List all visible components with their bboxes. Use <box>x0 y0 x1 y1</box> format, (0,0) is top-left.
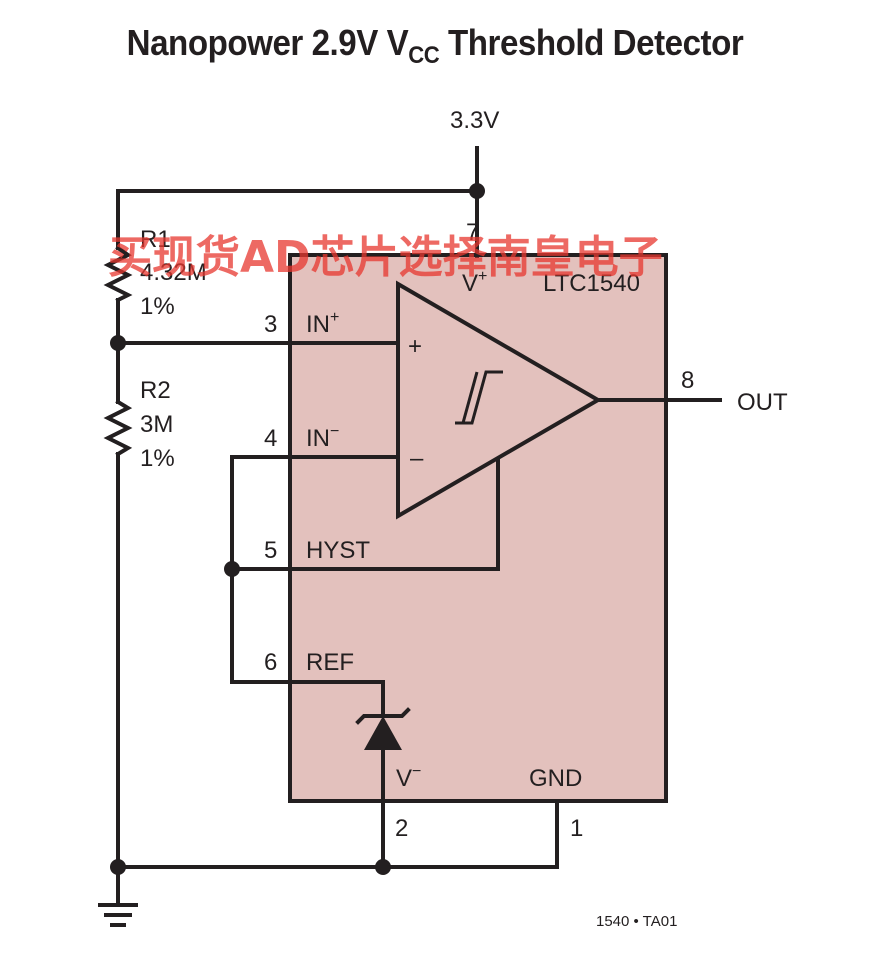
vminus-pin-number: 2 <box>395 815 408 842</box>
figure-code: 1540 • TA01 <box>596 913 677 930</box>
pin6-label: REF <box>306 649 354 676</box>
r1-value: 4.32M <box>140 259 207 286</box>
hyst-wire <box>230 458 500 571</box>
ltc1540-chip-body <box>288 253 668 803</box>
vminus-label: V− <box>396 763 421 792</box>
pin6-number: 6 <box>264 649 277 676</box>
r2-tolerance: 1% <box>140 445 175 472</box>
supply-junction <box>469 183 485 199</box>
gnd-label: GND <box>529 765 582 792</box>
comparator-plus: + <box>408 333 422 360</box>
r1-name: R1 <box>140 226 171 253</box>
out-pin-number: 8 <box>681 367 694 394</box>
vplus-pin-number: 7 <box>466 219 479 246</box>
vplus-label: V+ <box>462 268 487 297</box>
pin4-label: IN− <box>306 423 339 452</box>
chip-name: LTC1540 <box>543 270 640 297</box>
hysteresis-icon-inner <box>461 371 479 424</box>
r2-resistor <box>103 399 133 457</box>
supply-label: 3.3V <box>450 107 499 134</box>
watermark-text: 买现货AD芯片选择南皇电子 <box>108 232 663 283</box>
comparator-symbol <box>396 280 602 520</box>
pin3-label: IN+ <box>306 309 339 338</box>
pin3-number: 3 <box>264 311 277 338</box>
zener-diode-symbol <box>364 716 402 750</box>
pin5-number: 5 <box>264 537 277 564</box>
ground-junction-left <box>110 859 126 875</box>
pin4-number: 4 <box>264 425 277 452</box>
r1-tolerance: 1% <box>140 293 175 320</box>
gnd-pin-number: 1 <box>570 815 583 842</box>
comparator-minus: – <box>410 445 424 472</box>
out-label: OUT <box>737 389 788 416</box>
r2-value: 3M <box>140 411 173 438</box>
page-title: Nanopower 2.9V VCC Threshold Detector <box>126 22 744 69</box>
hyst-junction <box>224 561 240 577</box>
r1-resistor <box>103 245 133 303</box>
pin5-label: HYST <box>306 537 370 564</box>
r2-name: R2 <box>140 377 171 404</box>
ground-symbol <box>98 903 138 927</box>
zener-bar <box>355 707 411 725</box>
